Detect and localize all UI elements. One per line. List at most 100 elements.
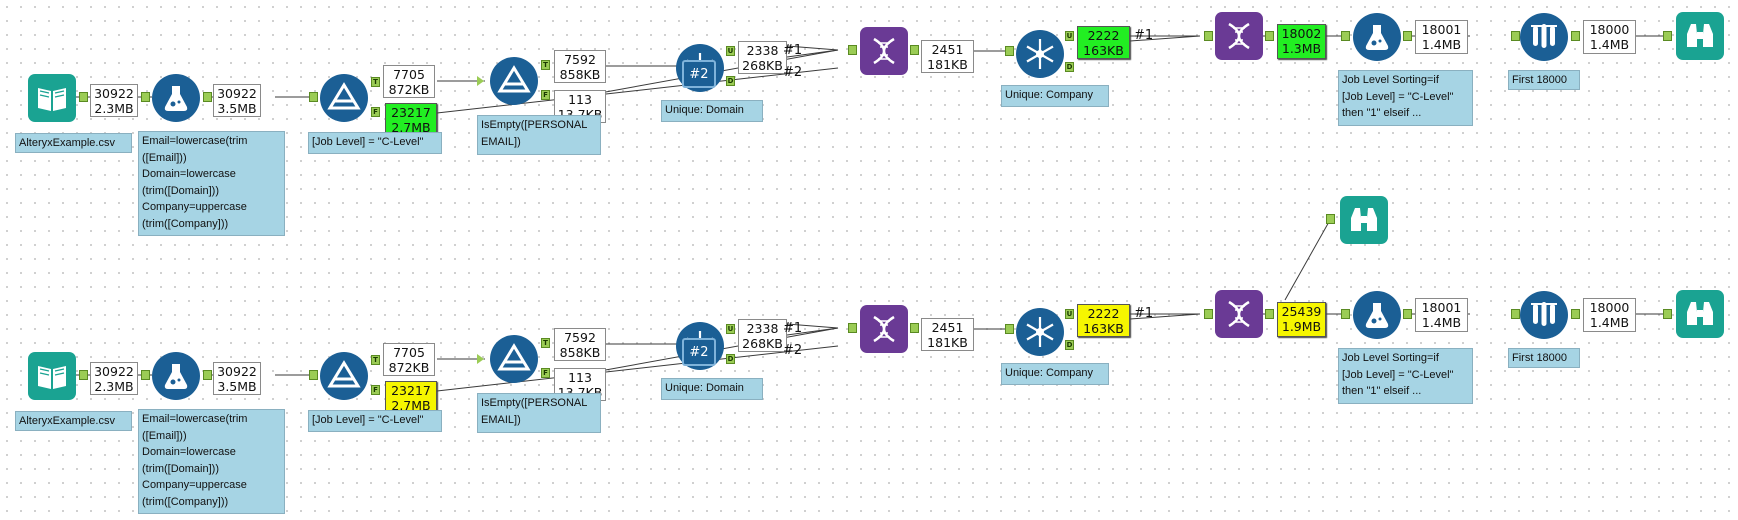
filter-tool[interactable] [320,352,368,400]
unique-anchor[interactable]: U [726,46,735,56]
output-anchor[interactable] [203,370,212,380]
true-anchor[interactable]: T [371,355,380,365]
snowflake-icon [1026,317,1054,347]
input-data-tool[interactable] [28,352,76,400]
flask-icon [1365,25,1389,50]
true-anchor[interactable]: T [371,77,380,87]
tool-annotation: Unique: Domain [661,100,763,122]
output-anchor[interactable] [79,92,88,102]
duplicate-anchor[interactable]: D [726,76,735,86]
filter-tool[interactable] [320,74,368,122]
flask-icon [164,364,188,389]
formula-tool[interactable] [152,352,200,400]
tool-annotation: Email=lowercase(trim ([Email])) Domain=l… [138,131,285,236]
false-anchor[interactable]: F [371,107,380,117]
tool-annotation: Unique: Company [1001,85,1109,107]
false-anchor[interactable]: F [541,368,550,378]
sample-tool[interactable] [1520,13,1568,61]
tool-annotation: IsEmpty([PERSONAL EMAIL]) [477,393,601,433]
input-anchor[interactable] [1005,324,1014,334]
input-anchor[interactable] [1204,31,1213,41]
connection-label: #1 [1134,306,1154,321]
browse-tool[interactable] [1340,196,1388,244]
input-anchor[interactable] [1663,309,1672,319]
output-anchor[interactable] [1403,309,1412,319]
input-anchor[interactable] [309,92,318,102]
dna-icon [1228,22,1250,50]
output-anchor[interactable] [1571,31,1580,41]
unique-anchor[interactable]: U [1065,31,1074,41]
filter-tool[interactable] [490,335,538,383]
formula-tool[interactable] [1353,13,1401,61]
tool-annotation: [Job Level] = "C-Level" [308,132,442,154]
input-anchor[interactable] [1511,31,1520,41]
connection-label: #2 [783,65,803,80]
tool-annotation: AlteryxExample.csv [15,411,132,431]
sample-tool[interactable] [1520,291,1568,339]
unique-anchor[interactable]: U [726,324,735,334]
input-anchor[interactable] [1341,309,1350,319]
input-anchor[interactable] [848,45,857,55]
input-anchor[interactable] [1663,31,1672,41]
output-anchor[interactable] [910,323,919,333]
input-anchor[interactable] [1341,31,1350,41]
binoculars-icon [1351,208,1377,231]
tool-annotation: First 18000 [1508,348,1580,368]
binoculars-icon [1687,24,1713,47]
duplicate-anchor[interactable]: D [726,354,735,364]
unique-tool[interactable] [1016,308,1064,356]
connection-badge: #2 [682,338,716,366]
input-anchor[interactable] [1005,46,1014,56]
connection-label: #2 [783,343,803,358]
browse-tool[interactable] [1676,12,1724,60]
formula-tool[interactable] [152,74,200,122]
formula-tool[interactable] [1353,291,1401,339]
flask-icon [164,86,188,111]
union-tool[interactable] [860,27,908,75]
false-anchor[interactable]: F [371,385,380,395]
tool-annotation: Email=lowercase(trim ([Email])) Domain=l… [138,409,285,514]
output-anchor[interactable] [79,370,88,380]
union-tool[interactable] [860,305,908,353]
output-anchor[interactable] [1403,31,1412,41]
unique-tool[interactable] [1016,30,1064,78]
output-anchor[interactable] [203,92,212,102]
tool-annotation: Unique: Domain [661,378,763,400]
input-data-tool[interactable] [28,74,76,122]
true-anchor[interactable]: T [541,60,550,70]
input-anchor[interactable] [141,370,150,380]
browse-tool[interactable] [1676,290,1724,338]
duplicate-anchor[interactable]: D [1065,62,1074,72]
filter-tool[interactable] [490,57,538,105]
false-anchor[interactable]: F [541,90,550,100]
output-anchor[interactable] [910,45,919,55]
tool-annotation: IsEmpty([PERSONAL EMAIL]) [477,115,601,155]
output-anchor[interactable] [1265,31,1274,41]
input-anchor[interactable] [309,370,318,380]
output-anchor[interactable] [1265,309,1274,319]
duplicate-anchor[interactable]: D [1065,340,1074,350]
book-icon [38,366,66,389]
unique-anchor[interactable]: U [1065,309,1074,319]
input-anchor[interactable] [141,92,150,102]
output-anchor[interactable] [1571,309,1580,319]
filter-icon [327,360,361,388]
input-anchor[interactable] [1326,214,1335,224]
true-anchor[interactable]: T [541,338,550,348]
input-anchor[interactable] [848,323,857,333]
union-tool[interactable] [1215,12,1263,60]
input-anchor[interactable] [1511,309,1520,319]
input-anchor[interactable] [1204,309,1213,319]
tool-annotation: First 18000 [1508,70,1580,90]
union-tool[interactable] [1215,290,1263,338]
